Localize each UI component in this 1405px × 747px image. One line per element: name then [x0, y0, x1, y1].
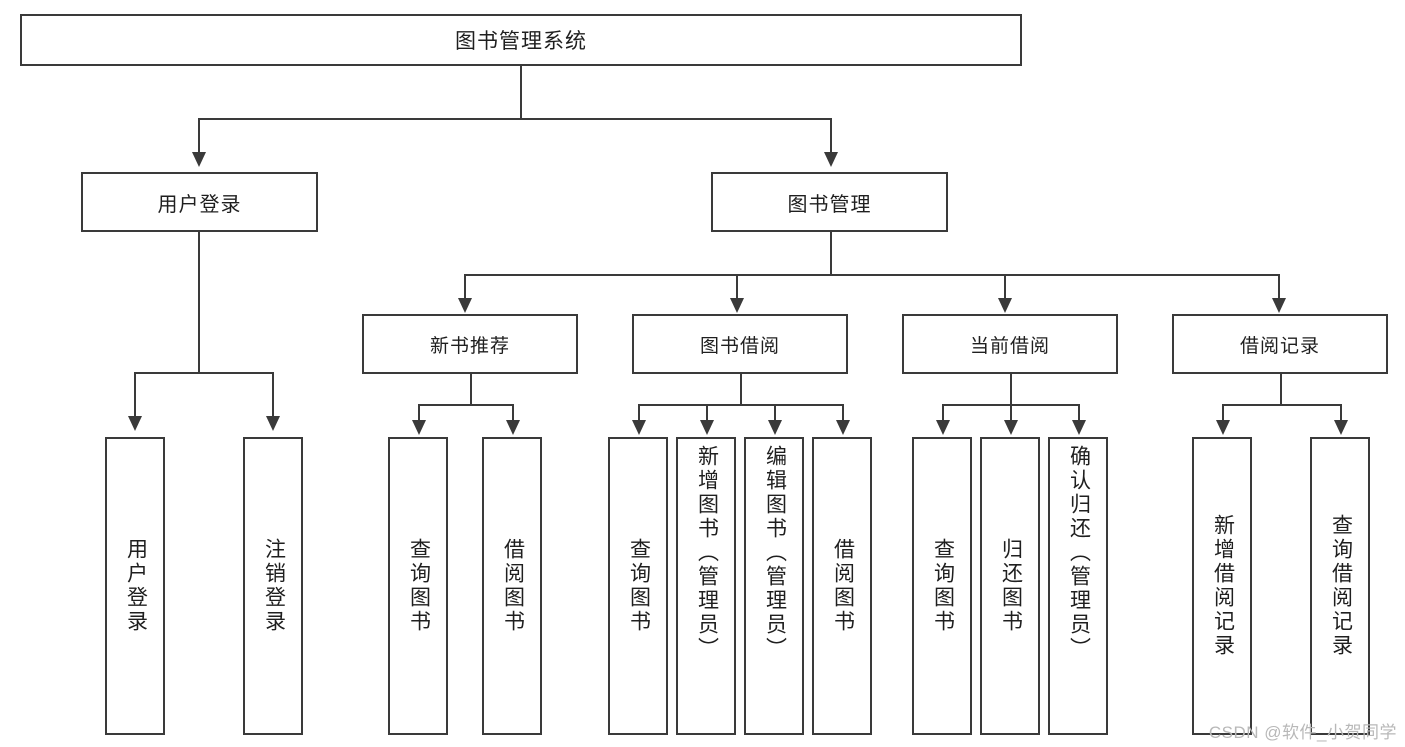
connector-drop-current-borrow [1004, 274, 1006, 300]
leaf-query-book-current[interactable]: 查询图书 [912, 437, 972, 735]
arrow-leaf-confirm-return [1072, 420, 1086, 435]
connector-borrow-record-stem [1280, 374, 1282, 404]
leaf-label: 注销登录 [262, 538, 286, 634]
arrow-leaf-user-login [128, 416, 142, 431]
node-new-book-recommend[interactable]: 新书推荐 [362, 314, 578, 374]
connector-drop-leaf-add-record [1222, 404, 1224, 422]
arrow-leaf-add-record [1216, 420, 1230, 435]
leaf-label: 查询图书 [407, 538, 431, 634]
connector-drop-user-login [198, 118, 200, 154]
connector-book-borrow-bus [638, 404, 844, 406]
leaf-edit-book-admin[interactable]: 编辑图书（管理员） [744, 437, 804, 735]
connector-drop-new-book-recommend [464, 274, 466, 300]
leaf-label: 查询图书 [931, 538, 955, 634]
leaf-label: 确认归还（管理员） [1067, 445, 1091, 661]
connector-drop-leaf-user-logout [272, 372, 274, 418]
node-label: 用户登录 [157, 193, 242, 216]
leaf-user-logout[interactable]: 注销登录 [243, 437, 303, 735]
leaf-label: 用户登录 [124, 538, 148, 634]
connector-drop-leaf-query-record [1340, 404, 1342, 422]
node-borrow-record[interactable]: 借阅记录 [1172, 314, 1388, 374]
connector-user-login-stem [198, 232, 200, 372]
node-user-login[interactable]: 用户登录 [81, 172, 318, 232]
node-label: 图书管理 [787, 193, 872, 216]
leaf-label: 查询图书 [627, 538, 651, 634]
arrow-new-book-recommend [458, 298, 472, 313]
node-root-system[interactable]: 图书管理系统 [20, 14, 1022, 66]
leaf-query-borrow-record[interactable]: 查询借阅记录 [1310, 437, 1370, 735]
node-label: 借阅记录 [1239, 335, 1320, 357]
leaf-label: 编辑图书（管理员） [763, 445, 787, 661]
leaf-label: 借阅图书 [831, 538, 855, 634]
connector-borrow-record-bus [1222, 404, 1340, 406]
connector-level3-bus [464, 274, 1280, 276]
connector-drop-leaf-borrow-book [842, 404, 844, 422]
node-book-borrow[interactable]: 图书借阅 [632, 314, 848, 374]
leaf-add-book-admin[interactable]: 新增图书（管理员） [676, 437, 736, 735]
leaf-query-book-recommend[interactable]: 查询图书 [388, 437, 448, 735]
connector-root-stem [520, 66, 522, 118]
leaf-return-book[interactable]: 归还图书 [980, 437, 1040, 735]
connector-drop-leaf-return-book [1010, 404, 1012, 422]
arrow-book-management [824, 152, 838, 167]
arrow-book-borrow [730, 298, 744, 313]
leaf-add-borrow-record[interactable]: 新增借阅记录 [1192, 437, 1252, 735]
arrow-leaf-borrow-book [836, 420, 850, 435]
arrow-leaf-add-book [700, 420, 714, 435]
node-label: 新书推荐 [429, 335, 510, 357]
leaf-confirm-return-admin[interactable]: 确认归还（管理员） [1048, 437, 1108, 735]
leaf-borrow-book[interactable]: 借阅图书 [812, 437, 872, 735]
connector-new-book-recommend-stem [470, 374, 472, 404]
arrow-leaf-user-logout [266, 416, 280, 431]
arrow-leaf-query-book-rec [412, 420, 426, 435]
connector-user-login-bus [134, 372, 274, 374]
leaf-label: 归还图书 [999, 538, 1023, 634]
connector-drop-leaf-borrow-book-rec [512, 404, 514, 422]
arrow-borrow-record [1272, 298, 1286, 313]
arrow-leaf-query-record [1334, 420, 1348, 435]
connector-drop-leaf-user-login [134, 372, 136, 418]
connector-drop-leaf-query-book-rec [418, 404, 420, 422]
connector-current-borrow-stem [1010, 374, 1012, 404]
node-label: 当前借阅 [969, 335, 1050, 357]
connector-new-book-recommend-bus [418, 404, 514, 406]
node-label: 图书管理系统 [455, 30, 587, 53]
connector-drop-leaf-add-book [706, 404, 708, 422]
arrow-leaf-query-book-borrow [632, 420, 646, 435]
leaf-label: 新增图书（管理员） [695, 445, 719, 661]
arrow-user-login [192, 152, 206, 167]
node-book-management[interactable]: 图书管理 [711, 172, 948, 232]
leaf-borrow-book-recommend[interactable]: 借阅图书 [482, 437, 542, 735]
connector-book-borrow-stem [740, 374, 742, 404]
leaf-query-book-borrow[interactable]: 查询图书 [608, 437, 668, 735]
leaf-label: 查询借阅记录 [1329, 514, 1353, 658]
arrow-current-borrow [998, 298, 1012, 313]
connector-drop-book-borrow [736, 274, 738, 300]
csdn-watermark: CSDN @软件_小贺同学 [1208, 723, 1397, 742]
leaf-label: 借阅图书 [501, 538, 525, 634]
arrow-leaf-return-book [1004, 420, 1018, 435]
connector-root-bus [198, 118, 832, 120]
connector-drop-leaf-query-book-current [942, 404, 944, 422]
connector-drop-book-management [830, 118, 832, 154]
arrow-leaf-borrow-book-rec [506, 420, 520, 435]
arrow-leaf-edit-book [768, 420, 782, 435]
leaf-label: 新增借阅记录 [1211, 514, 1235, 658]
connector-drop-leaf-edit-book [774, 404, 776, 422]
arrow-leaf-query-book-current [936, 420, 950, 435]
connector-book-management-stem [830, 232, 832, 274]
connector-drop-leaf-confirm-return [1078, 404, 1080, 422]
connector-drop-leaf-query-book-borrow [638, 404, 640, 422]
connector-drop-borrow-record [1278, 274, 1280, 300]
node-label: 图书借阅 [699, 335, 780, 357]
node-current-borrow[interactable]: 当前借阅 [902, 314, 1118, 374]
leaf-user-login[interactable]: 用户登录 [105, 437, 165, 735]
